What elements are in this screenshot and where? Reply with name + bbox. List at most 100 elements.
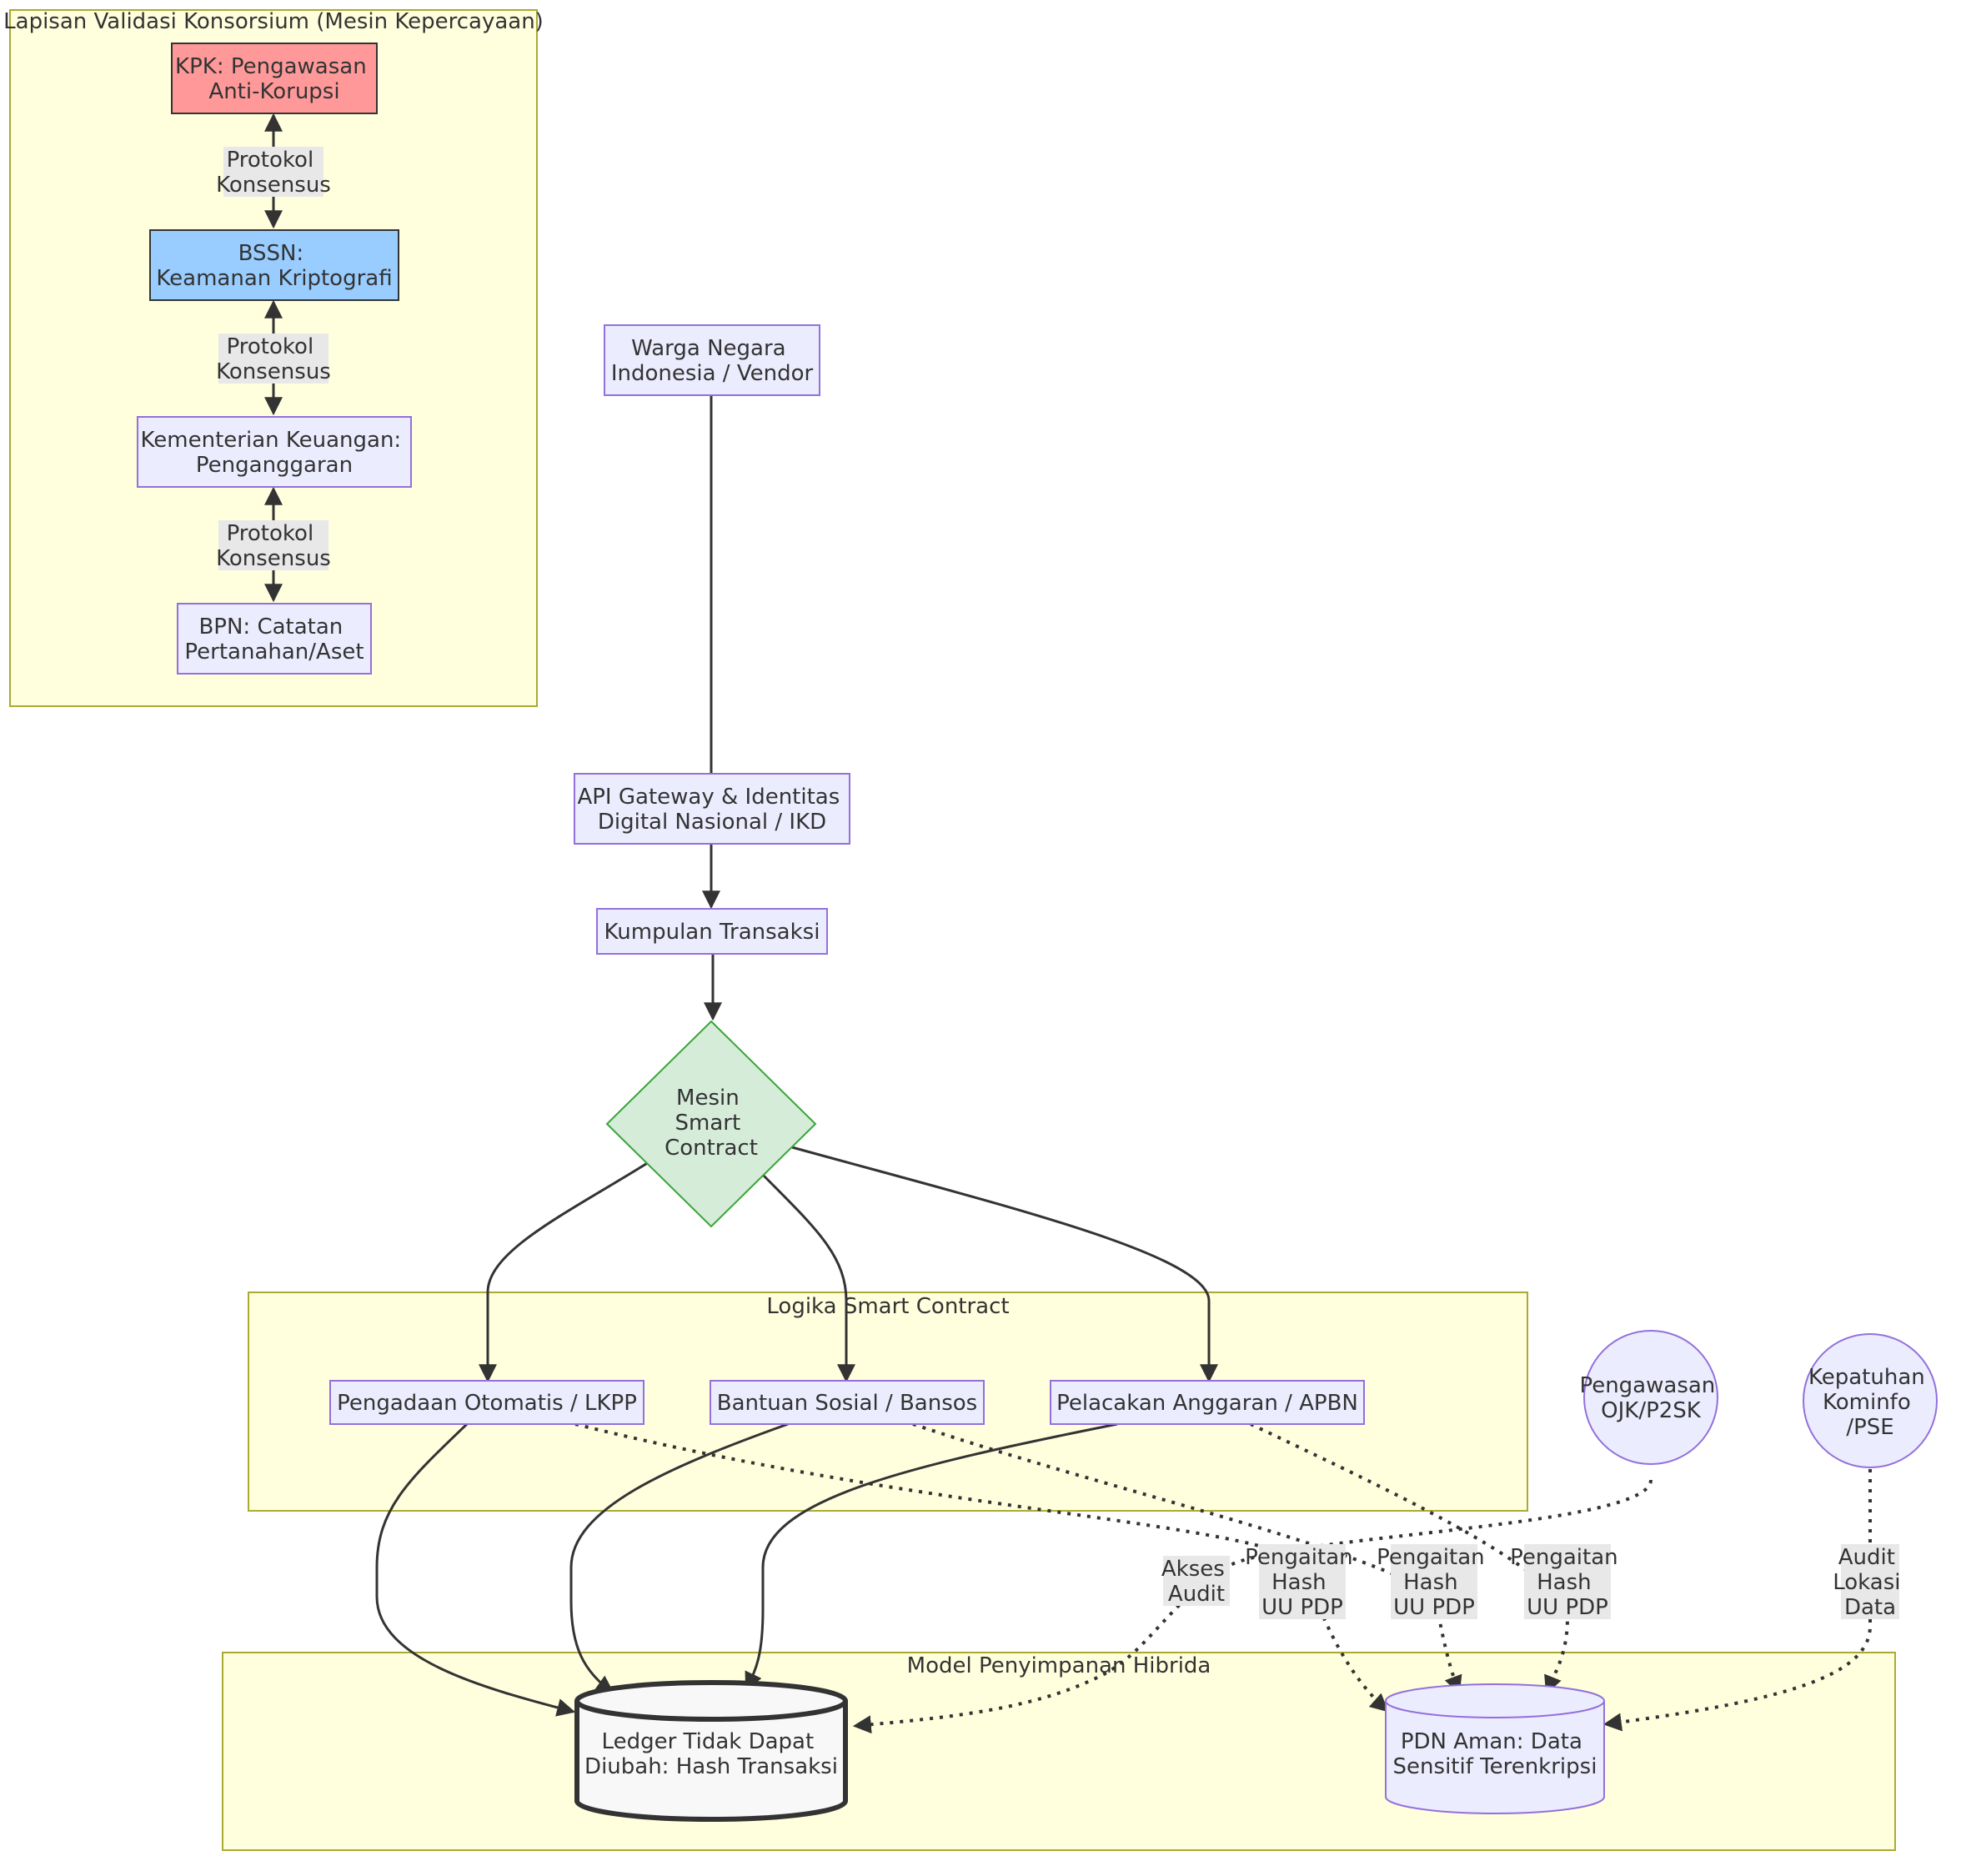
edge-label-line: Protokol — [227, 148, 314, 173]
svg-text:Protokol Konsensus: Protokol Konsensus — [216, 334, 331, 384]
node-immutable-ledger: Ledger Tidak Dapat Diubah: Hash Transaks… — [574, 1680, 848, 1822]
svg-text:Pengaitan Hash UU: Pengaitan Hash UU PDP — [1510, 1545, 1625, 1620]
edge-label-line: Data — [1844, 1595, 1896, 1620]
svg-text:KPK: Pengawasan Anti-Kor: KPK: Pengawasan Anti-Korupsi — [175, 54, 374, 104]
node-label-line: Sensitif Terenkripsi — [1393, 1754, 1597, 1779]
subgraph-hybrid-storage-title: Model Penyimpanan Hibrida — [907, 1653, 1211, 1678]
node-label-line: Kementerian Keuangan: — [141, 428, 402, 453]
edge-label-audit-location: Audit Lokasi Data — [1833, 1544, 1908, 1620]
svg-text:Protokol Konsensus: Protokol Konsensus — [216, 148, 331, 198]
node-label-line: Mesin — [676, 1086, 740, 1111]
svg-text:Pengawasan OJK/P2SK: Pengawasan OJK/P2SK — [1579, 1373, 1722, 1423]
edge-bansos-pdn — [912, 1422, 1462, 1695]
edge-label-line: Hash — [1403, 1570, 1458, 1595]
edge-label-consensus-1: Protokol Konsensus — [216, 147, 331, 198]
edge-procurement-ledger — [375, 1422, 576, 1717]
node-transaction-pool: Kumpulan Transaksi — [596, 908, 828, 955]
edge-label-line: Konsensus — [216, 173, 331, 198]
edge-label-line: Hash — [1271, 1570, 1327, 1595]
node-apbn-tracking: Pelacakan Anggaran / APBN — [1050, 1380, 1365, 1425]
edge-label-line: UU PDP — [1261, 1595, 1343, 1620]
node-label-line: Kumpulan Transaksi — [604, 920, 820, 945]
node-label-line: Penganggaran — [196, 453, 353, 478]
node-label-line: PDN Aman: Data — [1401, 1729, 1582, 1754]
node-label-line: Bantuan Sosial / Bansos — [717, 1391, 977, 1416]
edge-label-hash-link-3: Pengaitan Hash UU PDP — [1510, 1544, 1625, 1620]
node-label-line: Pengadaan Otomatis / LKPP — [337, 1391, 637, 1416]
node-bpn: BPN: Catatan Pertanahan/Aset — [177, 603, 372, 675]
edge-bansos-ledger — [569, 1422, 789, 1694]
edge-label-line: Audit — [1838, 1545, 1895, 1570]
svg-text:API Gateway & Identitas: API Gateway & Identitas Digital Nasional… — [577, 785, 846, 835]
edge-label-line: Pengaitan — [1377, 1545, 1485, 1570]
svg-text:BPN: Catatan Pertanahan/: BPN: Catatan Pertanahan/Aset — [184, 614, 364, 665]
edge-label-line: Konsensus — [216, 359, 331, 384]
node-bssn: BSSN: Keamanan Kriptografi — [149, 229, 399, 301]
node-bansos: Bantuan Sosial / Bansos — [710, 1380, 985, 1425]
edge-label-line: UU PDP — [1527, 1595, 1608, 1620]
node-label-line: /PSE — [1846, 1415, 1893, 1440]
svg-text:Audit Lokasi Data: Audit Lokasi Data — [1833, 1545, 1908, 1620]
edge-label-consensus-2: Protokol Konsensus — [216, 334, 331, 384]
node-label-line: Kominfo — [1823, 1390, 1911, 1415]
node-kominfo-compliance: Kepatuhan Kominfo /PSE — [1803, 1333, 1938, 1468]
node-label-line: Contract — [665, 1136, 758, 1161]
svg-text:Akses Audit: Akses Audit — [1161, 1557, 1231, 1607]
node-label-line: Pelacakan Anggaran / APBN — [1056, 1391, 1358, 1416]
edge-label-line: Akses — [1161, 1557, 1225, 1582]
svg-text:Kumpulan Transaksi: Kumpulan Transaksi — [604, 920, 820, 945]
edge-apbn-pdn — [1250, 1422, 1570, 1695]
node-label-line: OJK/P2SK — [1601, 1398, 1702, 1423]
svg-text:PDN Aman: Data Sensitif: PDN Aman: Data Sensitif Terenkripsi — [1393, 1729, 1597, 1779]
node-label-line: Anti-Korupsi — [208, 79, 339, 104]
node-label-line: BSSN: — [238, 241, 304, 266]
edge-procurement-pdn — [574, 1422, 1389, 1713]
svg-text:BSSN: Keamanan Kriptogra: BSSN: Keamanan Kriptografi — [156, 241, 392, 291]
edge-label-line: Pengaitan — [1245, 1545, 1353, 1570]
edge-label-line: Konsensus — [216, 546, 331, 571]
node-label-line: Warga Negara — [631, 336, 785, 361]
subgraph-hybrid-storage: Model Penyimpanan Hibrida — [222, 1652, 1896, 1851]
node-citizen-vendor: Warga Negara Indonesia / Vendor — [604, 324, 820, 396]
edge-kominfo-pdn — [1602, 1469, 1872, 1732]
node-label-line: API Gateway & Identitas — [577, 785, 840, 810]
edge-label-line: Lokasi — [1833, 1570, 1900, 1595]
node-label-line: Indonesia / Vendor — [611, 361, 814, 386]
edge-label-line: UU PDP — [1393, 1595, 1475, 1620]
node-label-line: Ledger Tidak Dapat — [602, 1729, 815, 1754]
node-label-line: Kepatuhan — [1808, 1365, 1925, 1390]
edge-label-line: Protokol — [227, 521, 314, 546]
edge-label-line: Pengaitan — [1510, 1545, 1618, 1570]
edge-label-line: Protokol — [227, 334, 314, 359]
node-label-line: Pengawasan — [1579, 1373, 1715, 1398]
edge-label-line: Audit — [1168, 1582, 1225, 1607]
edge-label-hash-link-2: Pengaitan Hash UU PDP — [1377, 1544, 1492, 1620]
svg-text:Protokol Konsensus: Protokol Konsensus — [216, 521, 331, 571]
node-label-line: Keamanan Kriptografi — [156, 266, 392, 291]
edge-label-audit-access: Akses Audit — [1161, 1556, 1231, 1607]
svg-text:Mesin Smart Contra: Mesin Smart Contract — [665, 1086, 758, 1161]
node-label-line: Digital Nasional / IKD — [598, 810, 826, 835]
node-api-gateway: API Gateway & Identitas Digital Nasional… — [574, 773, 850, 845]
edge-engine-apbn — [791, 1146, 1218, 1383]
edge-engine-procurement — [479, 1161, 649, 1383]
svg-text:Bantuan Sosial / Bansos: Bantuan Sosial / Bansos — [717, 1391, 977, 1416]
svg-text:Pengadaan Otomatis / LKPP: Pengadaan Otomatis / LKPP — [337, 1391, 637, 1416]
node-label-line: Diubah: Hash Transaksi — [584, 1754, 838, 1779]
svg-text:Pengaitan Hash UU: Pengaitan Hash UU PDP — [1377, 1545, 1492, 1620]
svg-text:Kepatuhan Kominfo: Kepatuhan Kominfo /PSE — [1808, 1365, 1932, 1440]
edge-label-hash-link-1: Pengaitan Hash UU PDP — [1245, 1544, 1353, 1620]
edge-engine-bansos — [762, 1174, 855, 1383]
edge-label-line: Hash — [1537, 1570, 1592, 1595]
subgraph-consortium-title: Lapisan Validasi Konsorsium (Mesin Keper… — [3, 9, 544, 34]
edge-apbn-ledger — [745, 1422, 1118, 1691]
subgraph-smart-contract-logic-title: Logika Smart Contract — [766, 1294, 1009, 1319]
node-kpk: KPK: Pengawasan Anti-Korupsi — [171, 43, 378, 114]
node-ojk-supervision: Pengawasan OJK/P2SK — [1579, 1330, 1722, 1465]
node-procurement-lkpp: Pengadaan Otomatis / LKPP — [329, 1380, 644, 1425]
node-smart-contract-engine: Mesin Smart Contract — [605, 1020, 817, 1228]
node-label-line: Smart — [675, 1111, 741, 1136]
node-label-line: KPK: Pengawasan — [175, 54, 367, 79]
svg-text:Ledger Tidak Dapat Diuba: Ledger Tidak Dapat Diubah: Hash Transaks… — [584, 1729, 838, 1779]
